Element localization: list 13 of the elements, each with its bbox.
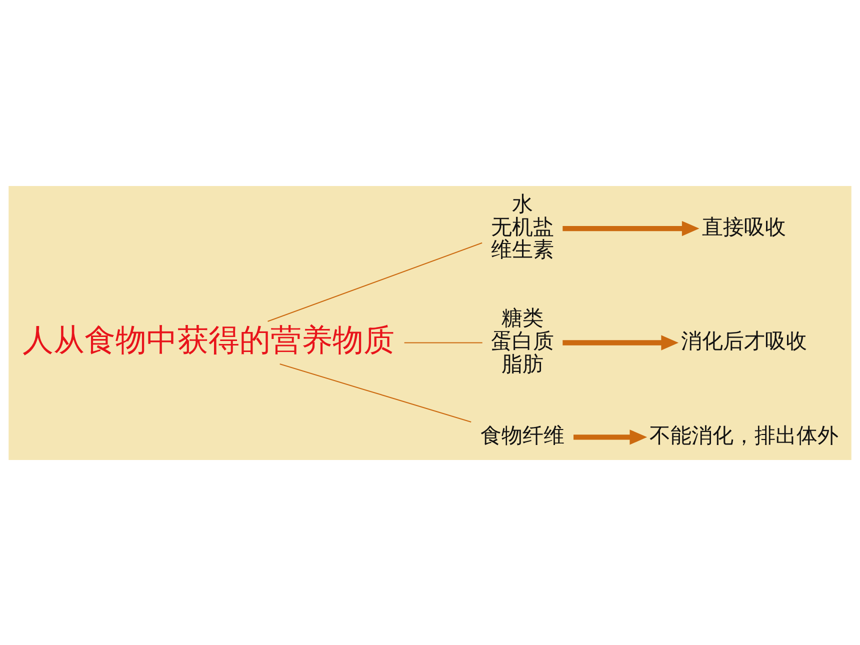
connector [404,342,482,343]
node-text: 消化后才吸收 [680,328,807,352]
connector [280,363,472,422]
arrow [562,220,700,236]
node-text: 不能消化，排出体外 [649,422,838,447]
node-text: 人从食物中获得的营养物质 [22,322,394,358]
node-text: 直接吸收 [702,214,786,238]
node-text: 食物纤维 [480,422,564,447]
node-text: 糖类 蛋白质 脂肪 [490,306,554,376]
arrow [562,334,679,350]
arrow [574,429,648,444]
connector [268,242,482,322]
node-text: 水 无机盐 维生素 [490,191,554,262]
